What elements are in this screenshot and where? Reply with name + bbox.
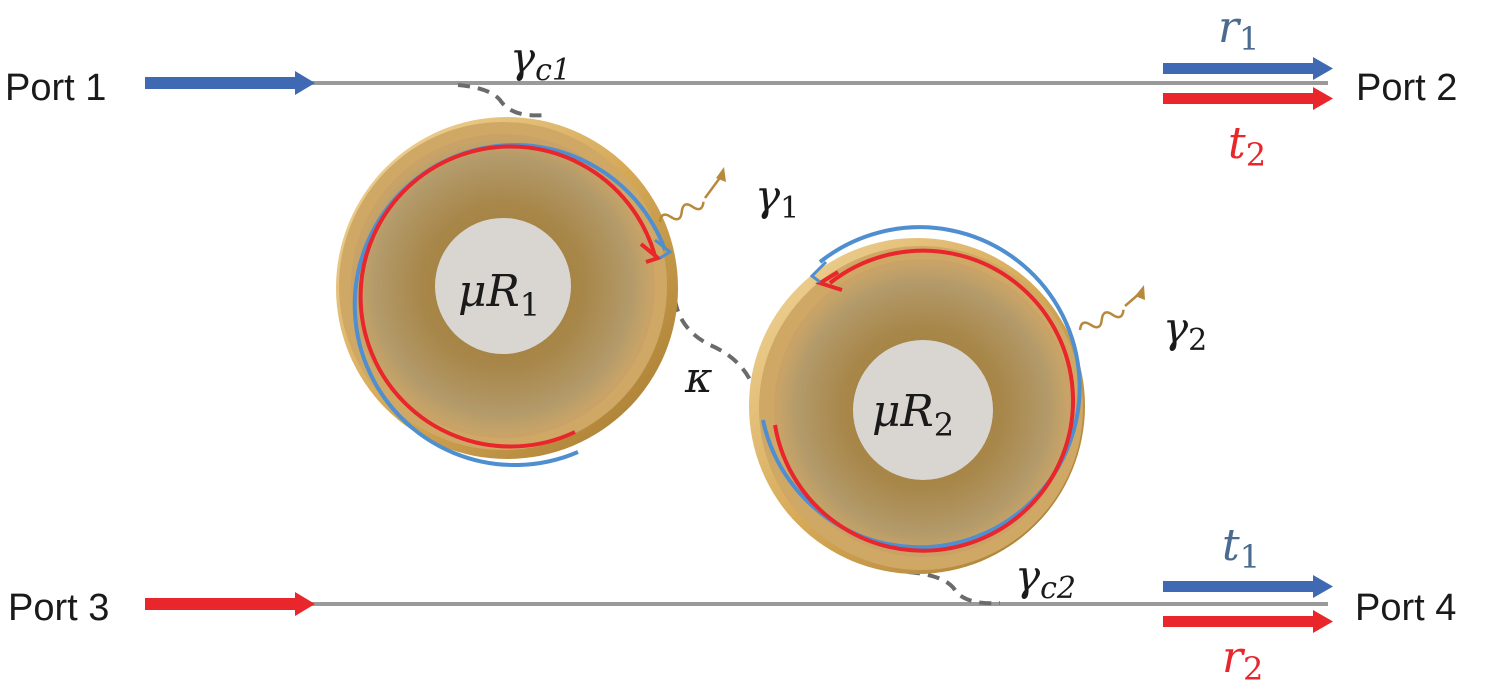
resonator-2 (749, 225, 1085, 574)
t2-label: t2 (1228, 118, 1266, 174)
resonator-1-label: μR1 (458, 266, 540, 324)
gamma-1-label: γ1 (755, 171, 799, 226)
gamma-c1-coupling-curve (457, 83, 546, 118)
resonator-2-red-mode (773, 248, 1076, 553)
resonator-1 (336, 117, 678, 468)
port-3-label: Port 3 (8, 587, 109, 629)
t2-output-arrow (1163, 87, 1333, 110)
resonator-2-core (853, 340, 993, 480)
port-4-label: Port 4 (1355, 587, 1456, 629)
r1-output-arrow (1163, 57, 1333, 80)
r2-label: r2 (1222, 632, 1263, 688)
port-1-label: Port 1 (5, 67, 106, 109)
resonator-1-core (435, 218, 571, 354)
resonator-2-label: μR2 (872, 386, 954, 444)
t1-label: t1 (1222, 520, 1260, 576)
r1-label: r1 (1218, 2, 1259, 58)
gamma-c2-coupling-curve (907, 570, 1001, 606)
port1-input-arrow (145, 71, 315, 95)
port3-input-arrow (145, 592, 315, 616)
t1-output-arrow (1163, 575, 1333, 598)
gamma-2-radiation-icon (1078, 285, 1145, 331)
port-2-label: Port 2 (1356, 67, 1457, 109)
gamma-c2-label: γc2 (1015, 551, 1076, 606)
resonator-1-red-mode (358, 144, 657, 449)
gamma-2-label: γ2 (1163, 303, 1207, 358)
r2-output-arrow (1163, 610, 1333, 633)
kappa-label: κ (684, 353, 713, 402)
gamma-1-radiation-icon (658, 167, 726, 223)
resonator-1-blue-mode (352, 143, 667, 468)
gamma-c1-label: γc1 (510, 33, 571, 88)
kappa-coupling-curve (673, 299, 757, 393)
